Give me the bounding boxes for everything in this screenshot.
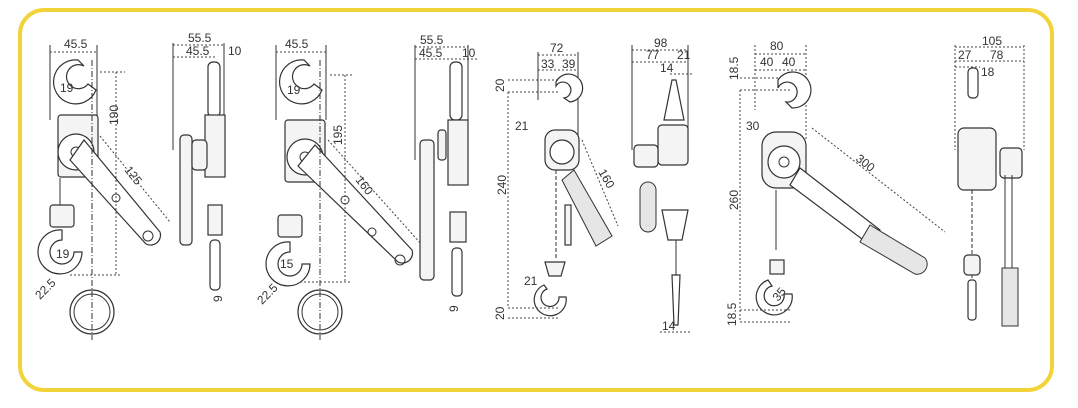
dim-top-hook: 18.5 (727, 56, 741, 80)
dim-right: 40 (782, 55, 796, 69)
model-4-side-view: 105 27 78 18 (954, 34, 1025, 327)
dim-bottom-hook-inner: 21 (524, 274, 538, 288)
model-3-side-view: 98 77 21 14 14 (631, 36, 692, 333)
dim-body: 45.5 (186, 44, 210, 58)
dim-hook-throat: 9 (211, 295, 225, 302)
dim-bottom-hook: 18.5 (725, 302, 739, 326)
model-3-front-view: 72 33 39 20 21 160 240 21 20 (493, 41, 619, 320)
model-1-front-view: 45.5 19 190 125 19 22.5 (32, 37, 171, 340)
dim-bottom-hook-inner: 15 (280, 257, 294, 271)
dim-left: 40 (760, 55, 774, 69)
dim-left: 33 (541, 57, 555, 71)
dim-bottom-hook: 22.5 (32, 275, 59, 302)
dim-hook-throat: 9 (447, 305, 461, 312)
dim-overall: 105 (982, 34, 1002, 48)
dim-hook-throat: 14 (662, 319, 676, 333)
model-2-side-view: 55.5 45.5 10 9 (414, 33, 478, 312)
dim-body: 45.5 (419, 46, 443, 60)
dim-width: 72 (550, 41, 564, 55)
dim-height: 190 (107, 105, 121, 125)
model-2-front-view: 45.5 19 195 160 15 22.5 (254, 37, 423, 340)
dim-overall: 98 (654, 36, 668, 50)
dim-height: 240 (495, 175, 509, 195)
dim-hook-opening: 19 (287, 83, 301, 97)
dim-hook-opening: 21 (515, 119, 529, 133)
dim-right: 39 (562, 57, 576, 71)
dim-top-hook: 20 (493, 78, 507, 92)
dim-lever: 160 (595, 167, 617, 192)
dim-body: 77 (646, 48, 660, 62)
dim-center: 18 (981, 65, 995, 79)
dim-left: 27 (958, 48, 972, 62)
dim-width: 45.5 (64, 37, 88, 51)
dim-overall: 55.5 (420, 33, 444, 47)
dim-overall: 55.5 (188, 31, 212, 45)
dim-bottom-hook: 22.5 (254, 280, 281, 307)
dim-offset: 10 (228, 44, 242, 58)
model-1-side-view: 55.5 45.5 10 9 (172, 31, 242, 302)
dim-hook-opening: 19 (60, 81, 74, 95)
dim-center: 14 (660, 61, 674, 75)
dim-bottom-hook: 20 (493, 306, 507, 320)
dim-offset: 10 (462, 46, 476, 60)
dim-offset: 21 (677, 48, 691, 62)
dim-width: 80 (770, 39, 784, 53)
dim-right: 78 (990, 48, 1004, 62)
dim-height: 195 (331, 125, 345, 145)
dim-lever: 300 (853, 151, 878, 175)
dim-bottom-hook-inner: 19 (56, 247, 70, 261)
model-4-front-view: 80 40 40 18.5 30 300 260 35 18.5 (725, 39, 946, 326)
dim-hook-opening: 30 (746, 119, 760, 133)
dim-lever: 125 (122, 163, 146, 188)
dim-height: 260 (727, 190, 741, 210)
dim-width: 45.5 (285, 37, 309, 51)
